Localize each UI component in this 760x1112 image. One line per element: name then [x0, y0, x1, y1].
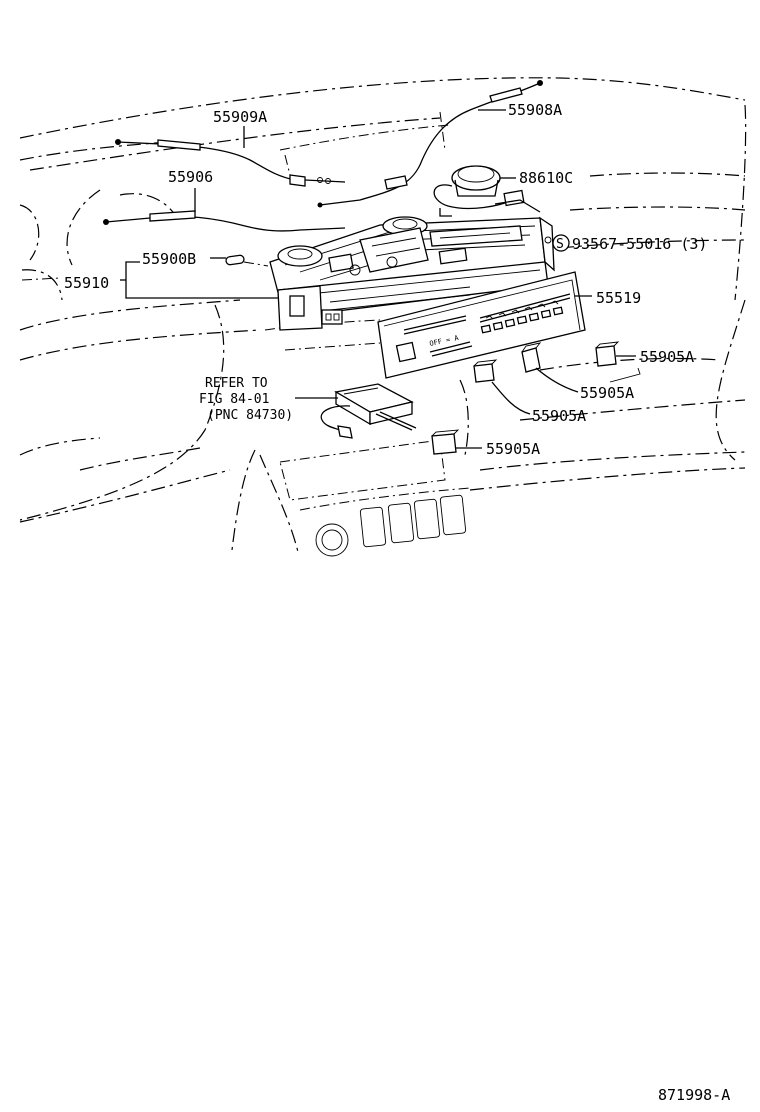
dashboard-outline: [19, 77, 747, 557]
control-cable-55909A: [115, 139, 346, 187]
refer-note-line3: (PNC 84730): [207, 408, 293, 423]
screw-93567-55016: S: [552, 234, 570, 252]
label-88610C: 88610C: [519, 169, 573, 187]
control-cable-55908A: [317, 80, 543, 208]
refer-note: REFER TO FIG 84-01 (PNC 84730): [199, 376, 293, 423]
console-button-row: [315, 494, 467, 557]
label-55909A: 55909A: [213, 108, 267, 126]
heater-control-assembly-55910: [269, 199, 555, 331]
label-55905A-3: 55905A: [532, 407, 586, 425]
label-55900B: 55900B: [142, 250, 196, 268]
switch-subassembly-84730: [295, 383, 417, 439]
panel-mode-buttons: [480, 300, 564, 334]
part-labels: 55909A 55908A 88610C 55906 93567-55016 (…: [64, 101, 707, 458]
knob-55905A-middle: [521, 342, 641, 393]
label-55905A-1: 55905A: [640, 348, 694, 366]
knob-55905A-right: [595, 341, 636, 367]
control-panel-55519: OFF = A: [377, 271, 592, 379]
label-55908A: 55908A: [508, 101, 562, 119]
refer-note-line2: FIG 84-01: [199, 392, 269, 407]
label-55905A-2: 55905A: [580, 384, 634, 402]
label-55906: 55906: [168, 168, 213, 186]
label-55519: 55519: [596, 289, 641, 307]
figure-id: 871998-A: [658, 1086, 730, 1104]
screw-symbol: S: [556, 237, 564, 252]
knob-55905A-lower: [431, 429, 482, 455]
refer-note-line1: REFER TO: [205, 376, 268, 391]
blower-switch-88610C: [433, 165, 525, 217]
knob-55905A-left: [473, 359, 531, 415]
leader-lines: [120, 109, 516, 299]
label-55905A-4: 55905A: [486, 440, 540, 458]
clip-55900B: [225, 254, 269, 267]
control-cable-55906: [103, 210, 346, 232]
label-93567-55016: 93567-55016 (3): [572, 235, 707, 253]
label-55910: 55910: [64, 274, 109, 292]
